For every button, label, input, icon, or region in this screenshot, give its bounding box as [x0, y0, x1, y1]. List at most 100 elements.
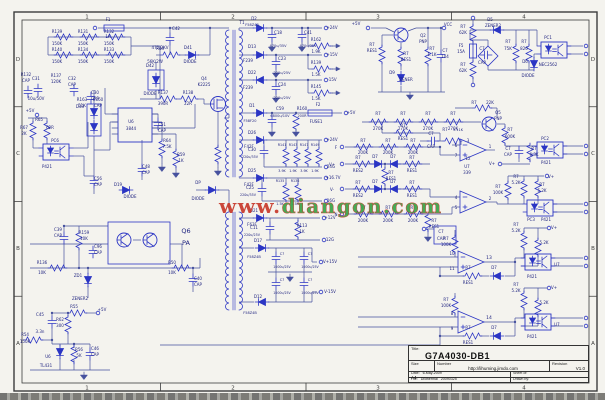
- svg-text:62K: 62K: [459, 30, 467, 35]
- svg-text:D25: D25: [248, 168, 257, 173]
- svg-text:C42: C42: [172, 26, 180, 31]
- svg-text:R136: R136: [37, 260, 48, 265]
- svg-text:C24: C24: [278, 82, 286, 87]
- svg-text:5: 5: [455, 205, 458, 210]
- svg-text:CAP: CAP: [22, 78, 31, 83]
- svg-text:R7: R7: [431, 218, 437, 223]
- svg-text:C59: C59: [276, 106, 284, 111]
- svg-text:DP: DP: [195, 180, 201, 185]
- svg-text:R50: R50: [168, 260, 176, 265]
- svg-text:P421: P421: [42, 164, 53, 169]
- svg-text:R7: R7: [360, 138, 366, 143]
- svg-text:2K: 2K: [21, 131, 27, 136]
- watermark-rest: diangon.com: [282, 194, 443, 218]
- svg-text:3: 3: [376, 386, 380, 392]
- svg-text:R162: R162: [311, 37, 322, 42]
- svg-text:R149: R149: [311, 143, 320, 147]
- revision-label: Revision: [552, 361, 568, 366]
- svg-text:12: 12: [465, 156, 471, 161]
- svg-text:D33: D33: [76, 104, 85, 109]
- svg-text:D7: D7: [491, 325, 497, 330]
- svg-text:10: 10: [449, 251, 455, 256]
- svg-text:C46: C46: [91, 346, 99, 351]
- svg-text:200K: 200K: [358, 150, 369, 155]
- svg-text:1.5K: 1.5K: [276, 202, 284, 206]
- svg-text:D42: D42: [146, 63, 155, 68]
- svg-text:R113: R113: [297, 223, 308, 228]
- svg-text:R7: R7: [385, 138, 391, 143]
- date-row: Date: 6-May-2009 Sheet of:: [409, 372, 588, 378]
- svg-text:RES2: RES2: [353, 193, 364, 198]
- title-row: Title: G7A4030-DB1: [409, 346, 588, 361]
- svg-text:TL431: TL431: [39, 363, 53, 368]
- svg-text:C7: C7: [505, 146, 511, 151]
- svg-text:5.2K: 5.2K: [512, 288, 521, 293]
- svg-text:R137: R137: [158, 90, 169, 95]
- svg-text:R7: R7: [460, 24, 466, 29]
- watermark-prefix: www.: [218, 194, 282, 218]
- svg-text:R7: R7: [385, 205, 391, 210]
- svg-text:1K: 1K: [178, 158, 184, 163]
- svg-text:R132: R132: [21, 72, 32, 77]
- svg-text:820: 820: [520, 46, 528, 51]
- svg-text:C56: C56: [94, 176, 102, 181]
- svg-text:100K: 100K: [441, 242, 452, 247]
- svg-text:RES1: RES1: [407, 168, 418, 173]
- svg-text:300: 300: [56, 323, 64, 328]
- svg-text:R64: R64: [163, 138, 171, 143]
- svg-text:1.9K: 1.9K: [311, 169, 319, 173]
- svg-text:RES1: RES1: [407, 193, 418, 198]
- svg-text:R65: R65: [35, 117, 43, 122]
- svg-text:C: C: [16, 151, 20, 157]
- svg-text:F42F: F42F: [244, 144, 254, 149]
- svg-text:1.1K: 1.1K: [428, 52, 437, 57]
- svg-text:PC1: PC1: [544, 35, 552, 40]
- svg-text:200K: 200K: [358, 218, 369, 223]
- svg-text:150K: 150K: [104, 41, 115, 46]
- svg-text:RES1: RES1: [367, 48, 378, 53]
- svg-text:P421: P421: [527, 274, 538, 279]
- svg-text:2: 2: [231, 15, 235, 21]
- svg-text:U6: U6: [128, 119, 134, 124]
- svg-text:P421: P421: [541, 160, 552, 165]
- svg-text:C23: C23: [278, 56, 286, 61]
- svg-text:R7: R7: [409, 155, 415, 160]
- svg-text:C41: C41: [304, 30, 312, 35]
- svg-text:51K: 51K: [78, 103, 86, 108]
- svg-text:R7: R7: [507, 127, 513, 132]
- svg-text:V+: V+: [548, 174, 554, 179]
- svg-text:ZENER2: ZENER2: [72, 296, 89, 301]
- svg-text:D13: D13: [248, 44, 257, 49]
- svg-text:10K: 10K: [168, 270, 176, 275]
- svg-text:ZENER2: ZENER2: [485, 23, 502, 28]
- drawn-cell: Drawn by:: [511, 378, 588, 384]
- svg-text:1: 1: [85, 386, 89, 392]
- svg-text:7.5K: 7.5K: [163, 144, 172, 149]
- svg-text:NEC2562: NEC2562: [539, 62, 558, 67]
- svg-text:C30: C30: [91, 90, 99, 95]
- svg-text:200K: 200K: [383, 150, 394, 155]
- svg-text:C31: C31: [32, 76, 40, 81]
- title-block: Title: G7A4030-DB1 Size A4 Number http:/…: [408, 345, 589, 383]
- svg-text:270K: 270K: [398, 126, 409, 131]
- date-value: 6-May-2009: [422, 371, 442, 376]
- svg-text:N: N: [335, 212, 338, 217]
- svg-text:V+: V+: [551, 225, 557, 230]
- watermark-text: www.diangon.com: [218, 194, 443, 218]
- svg-text:R7: R7: [355, 180, 361, 185]
- svg-text:C18: C18: [274, 30, 282, 35]
- svg-text:R7: R7: [443, 236, 449, 241]
- svg-text:P421: P421: [527, 334, 538, 339]
- svg-text:PNP: PNP: [419, 39, 427, 44]
- svg-text:8: 8: [451, 311, 454, 316]
- sheet-label: Sheet of:: [513, 371, 528, 376]
- svg-text:+5V: +5V: [98, 307, 107, 312]
- svg-text:+5V: +5V: [26, 108, 35, 113]
- svg-text:5.2K: 5.2K: [512, 228, 521, 233]
- svg-text:220u/25V: 220u/25V: [244, 233, 261, 237]
- svg-text:R7: R7: [513, 282, 519, 287]
- svg-text:200K: 200K: [408, 150, 419, 155]
- svg-text:200K: 200K: [383, 218, 394, 223]
